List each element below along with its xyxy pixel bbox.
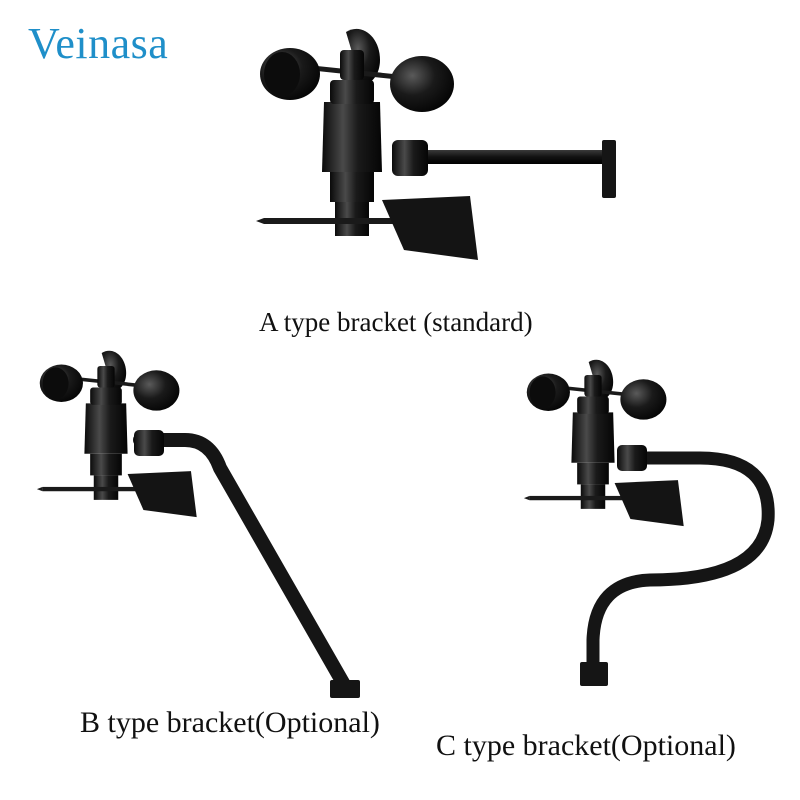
anemometer-b-image — [36, 350, 360, 698]
anemometer-a-image — [256, 28, 616, 261]
caption-c-type: C type bracket(Optional) — [436, 729, 736, 762]
caption-a-type: A type bracket (standard) — [259, 307, 533, 337]
caption-b-type: B type bracket(Optional) — [80, 706, 380, 739]
brand-logo-text: Veinasa — [28, 19, 169, 68]
anemometer-c-image — [523, 359, 775, 686]
